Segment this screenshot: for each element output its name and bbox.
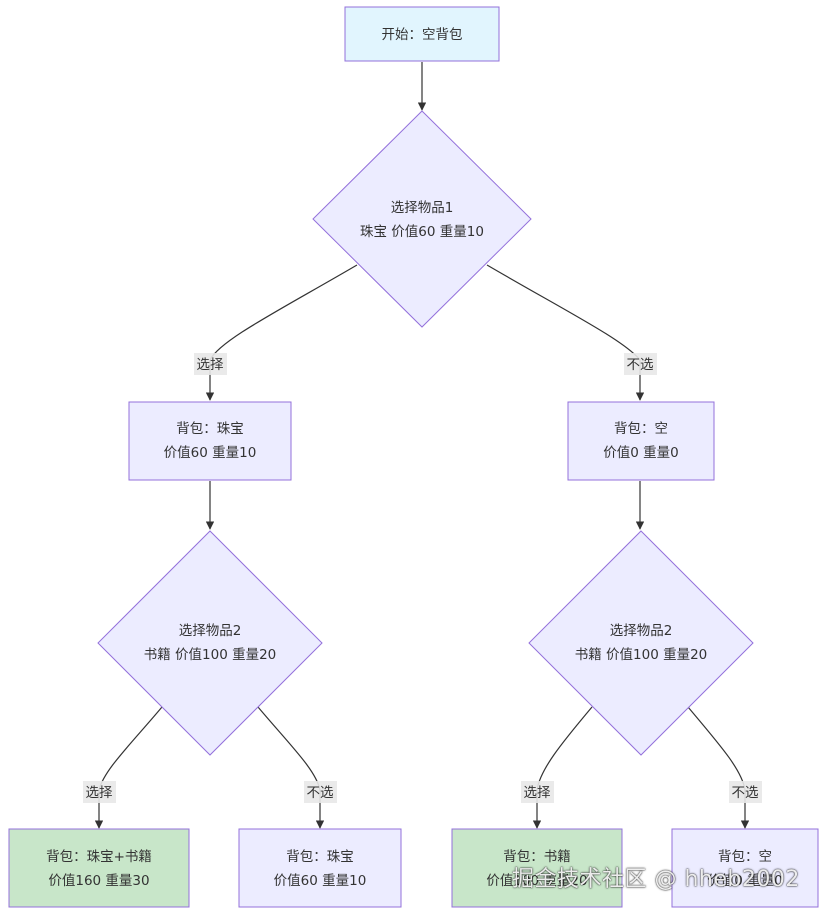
edge-label-d2r-skip: 不选	[732, 785, 760, 801]
leaf1-detail: 价值160 重量30	[48, 873, 149, 889]
edge-decision1-skip	[486, 264, 645, 401]
edge-label-d1-skip: 不选	[627, 357, 655, 373]
watermark-text: 掘金技术社区 @ hheb2002	[512, 867, 800, 892]
decision-node-item2-right: 选择物品2 书籍 价值100 重量20	[528, 530, 754, 756]
leaf2-title: 背包：珠宝	[286, 849, 354, 865]
leaf3-title: 背包：书籍	[503, 848, 571, 865]
decision-node-item2-left: 选择物品2 书籍 价值100 重量20	[97, 530, 323, 756]
leaf3-detail: 价值100 重量20	[486, 873, 587, 889]
leaf-node-jewelry-book: 背包：珠宝+书籍 价值160 重量30	[8, 828, 190, 908]
leaf1-title: 背包：珠宝+书籍	[46, 848, 152, 865]
leaf4-detail: 价值0 重量0	[707, 873, 782, 889]
edge-label-d2r-select: 选择	[524, 785, 552, 801]
edge-label-d2l-select: 选择	[86, 785, 113, 801]
decision2-right-title: 选择物品2	[610, 623, 673, 639]
leaf-node-jewelry: 背包：珠宝 价值60 重量10	[238, 828, 402, 908]
bag-right-title: 背包：空	[614, 421, 668, 437]
bag-left-detail: 价值60 重量10	[164, 445, 257, 461]
edge-decision2r-skip	[687, 706, 750, 829]
edge-label-d2l-skip: 不选	[307, 785, 334, 801]
start-node-label: 开始：空背包	[382, 27, 463, 43]
leaf-node-book: 背包：书籍 价值100 重量20	[451, 828, 623, 908]
bag-right-detail: 价值0 重量0	[603, 445, 678, 461]
edge-decision2l-select	[94, 706, 163, 829]
bag-node-empty: 背包：空 价值0 重量0	[567, 401, 715, 481]
edge-label-d1-select: 选择	[197, 357, 224, 373]
decision2-right-detail: 书籍 价值100 重量20	[575, 646, 708, 663]
decision2-left-detail: 书籍 价值100 重量20	[144, 646, 277, 663]
edge-decision2l-skip	[257, 706, 325, 829]
edge-decision2r-select	[532, 706, 593, 829]
decision2-left-title: 选择物品2	[179, 623, 242, 639]
bag-node-jewelry: 背包：珠宝 价值60 重量10	[128, 401, 292, 481]
decision-node-item1: 选择物品1 珠宝 价值60 重量10	[312, 110, 532, 328]
edge-labels: 选择 不选 选择 不选 选择 不选	[83, 353, 762, 803]
leaf4-title: 背包：空	[718, 849, 772, 865]
bag-left-title: 背包：珠宝	[176, 421, 244, 437]
start-node: 开始：空背包	[344, 6, 500, 62]
decision1-detail: 珠宝 价值60 重量10	[360, 224, 484, 240]
decision1-title: 选择物品1	[391, 200, 454, 216]
leaf-node-empty: 背包：空 价值0 重量0	[671, 828, 819, 908]
edge-decision1-select	[205, 264, 358, 401]
leaf2-detail: 价值60 重量10	[274, 873, 367, 889]
